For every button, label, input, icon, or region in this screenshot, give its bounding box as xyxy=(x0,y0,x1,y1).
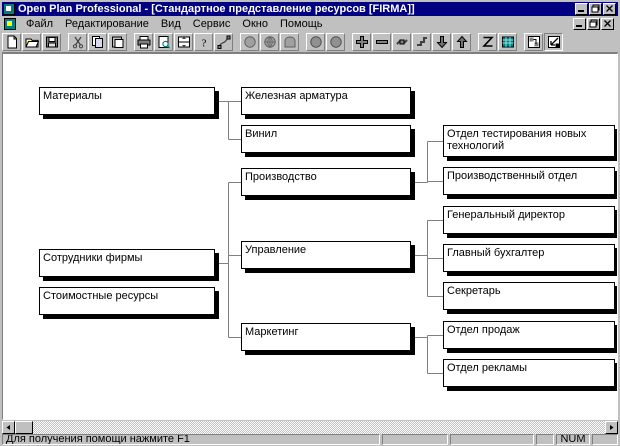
diagram-node-label: Маркетинг xyxy=(245,326,299,338)
table-icon[interactable] xyxy=(498,33,517,51)
status-pane-3 xyxy=(536,434,554,445)
link-icon[interactable] xyxy=(392,33,411,51)
paste-clipboard-icon[interactable] xyxy=(108,33,127,51)
diagram-node-label: Стоимостные ресурсы xyxy=(43,290,159,302)
diagram-node-label: Материалы xyxy=(43,90,102,102)
scroll-left-arrow-icon[interactable] xyxy=(2,421,15,434)
menu-item-window[interactable]: Окно xyxy=(242,18,268,30)
status-message: Для получения помощи нажмите F1 xyxy=(2,434,380,445)
circle-filled-icon[interactable] xyxy=(240,33,259,51)
diagram-node[interactable]: Сотрудники фирмы xyxy=(39,249,215,277)
title-bar[interactable]: Open Plan Professional - [Стандартное пр… xyxy=(2,2,618,16)
menu-item-file[interactable]: Файл xyxy=(26,18,54,30)
circle-globe-icon[interactable] xyxy=(260,33,279,51)
diagram-node[interactable]: Винил xyxy=(241,125,411,153)
circle-dark2-icon[interactable] xyxy=(326,33,345,51)
status-pane-1 xyxy=(382,434,448,445)
diagram-node-label: Секретарь xyxy=(447,285,501,297)
scroll-right-arrow-icon[interactable] xyxy=(605,421,618,434)
scrollbar-track[interactable] xyxy=(15,421,605,434)
diagram-node[interactable]: Секретарь xyxy=(443,282,615,310)
diagram-node[interactable]: Отдел рекламы xyxy=(443,359,615,387)
status-bar: Для получения помощи нажмите F1 NUM xyxy=(2,434,618,445)
close-button[interactable] xyxy=(603,3,616,15)
menu-item-view[interactable]: Вид xyxy=(160,18,181,30)
menu-item-edit[interactable]: Редактирование xyxy=(65,18,149,30)
mdi-restore-button[interactable] xyxy=(587,18,600,30)
plus-icon[interactable] xyxy=(352,33,371,51)
diagram-node[interactable]: Управление xyxy=(241,241,411,269)
diagram-node[interactable]: Главный бухгалтер xyxy=(443,244,615,272)
diagram-node-label: Отдел рекламы xyxy=(447,362,528,374)
diagram-node[interactable]: Производство xyxy=(241,168,411,196)
rounded-shape-icon[interactable] xyxy=(280,33,299,51)
open-plan-icon xyxy=(3,3,15,15)
network-icon[interactable] xyxy=(214,33,233,51)
diagram-node-label: Винил xyxy=(245,128,278,140)
window-title: Open Plan Professional - [Стандартное пр… xyxy=(18,3,415,15)
menu-bar: Файл Редактирование Вид Сервис Окно Помо… xyxy=(2,17,618,31)
horizontal-scrollbar[interactable] xyxy=(2,421,618,434)
zigzag-icon[interactable] xyxy=(478,33,497,51)
restore-button[interactable] xyxy=(589,3,602,15)
diagram-node[interactable]: Маркетинг xyxy=(241,323,411,351)
diagram-node-label: Главный бухгалтер xyxy=(447,247,545,259)
mdi-close-button[interactable] xyxy=(601,18,614,30)
mdi-minimize-button[interactable] xyxy=(573,18,586,30)
diagram-node-label: Управление xyxy=(245,244,307,256)
diagram-node-label: Генеральный директор xyxy=(447,209,565,221)
diagram-node[interactable]: Производственный отдел xyxy=(443,167,615,195)
layout-icon[interactable] xyxy=(524,33,543,51)
diagram-node[interactable]: Материалы xyxy=(39,87,215,115)
diagram-node-label: Производство xyxy=(245,171,317,183)
diagram-node-label: Отдел тестирования новых технологий xyxy=(447,128,587,152)
arrow-down-icon[interactable] xyxy=(432,33,451,51)
menu-item-help[interactable]: Помощь xyxy=(279,18,323,30)
save-disk-icon[interactable] xyxy=(42,33,61,51)
diagram-node[interactable]: Отдел тестирования новых технологий xyxy=(443,125,615,157)
window-buttons xyxy=(575,3,616,15)
diagram-node-label: Железная арматура xyxy=(245,90,348,102)
cut-scissors-icon[interactable] xyxy=(68,33,87,51)
document-icon[interactable] xyxy=(4,18,16,30)
diagram-node-label: Отдел продаж xyxy=(447,324,520,336)
diagram-node[interactable]: Генеральный директор xyxy=(443,206,615,234)
sort-icon[interactable] xyxy=(174,33,193,51)
minimize-button[interactable] xyxy=(575,3,588,15)
svg-text:?: ? xyxy=(201,38,206,50)
help-question-icon[interactable]: ? xyxy=(194,33,213,51)
circle-dark-icon[interactable] xyxy=(306,33,325,51)
print-preview-icon[interactable] xyxy=(154,33,173,51)
diagram-node[interactable]: Железная арматура xyxy=(241,87,411,115)
diagram-node[interactable]: Отдел продаж xyxy=(443,321,615,349)
status-pane-5 xyxy=(592,434,618,445)
arrow-up-icon[interactable] xyxy=(452,33,471,51)
diagram-node-label: Производственный отдел xyxy=(447,170,578,182)
menu-item-tools[interactable]: Сервис xyxy=(192,18,231,30)
status-pane-num: NUM xyxy=(556,434,590,445)
new-icon[interactable] xyxy=(2,33,21,51)
toolbar: ? xyxy=(2,32,618,53)
scrollbar-thumb[interactable] xyxy=(15,421,33,434)
diagram-node-label: Сотрудники фирмы xyxy=(43,252,143,264)
mdi-window-buttons xyxy=(573,18,614,30)
fit-window-icon[interactable] xyxy=(544,33,563,51)
unlink-icon[interactable] xyxy=(412,33,431,51)
minus-icon[interactable] xyxy=(372,33,391,51)
open-folder-icon[interactable] xyxy=(22,33,41,51)
status-pane-2 xyxy=(450,434,534,445)
copy-icon[interactable] xyxy=(88,33,107,51)
connector-lines xyxy=(215,101,444,374)
print-icon[interactable] xyxy=(134,33,153,51)
diagram-node[interactable]: Стоимостные ресурсы xyxy=(39,287,215,315)
